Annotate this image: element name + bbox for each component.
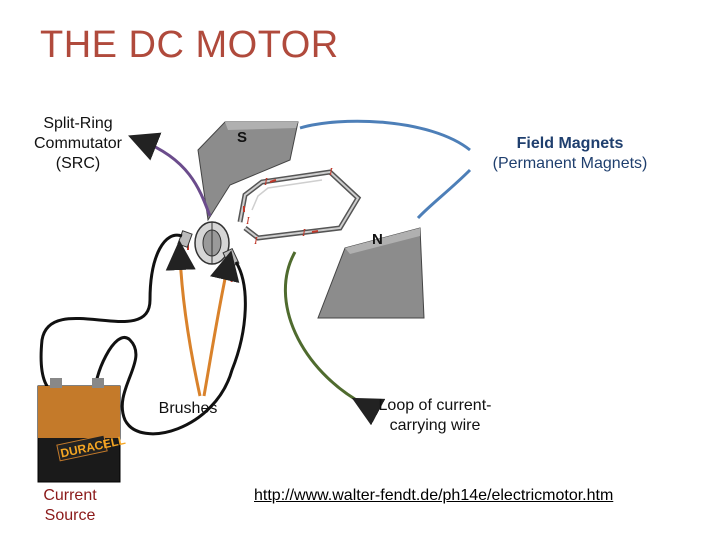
brushes-label: Brushes: [158, 400, 218, 417]
svg-text:I: I: [245, 215, 251, 227]
reference-link[interactable]: http://www.walter-fendt.de/ph14e/electri…: [254, 487, 614, 504]
brush-arrow-right: [202, 250, 240, 397]
south-magnet: S: [197, 121, 299, 222]
page-title: THE DC MOTOR: [40, 24, 339, 66]
src-arrow: [128, 132, 212, 217]
loop-label: Loop of current- carrying wire: [378, 397, 492, 434]
current-source-label: Current Source: [43, 487, 97, 524]
brush-arrow-left: [165, 240, 202, 397]
svg-text:I: I: [253, 235, 259, 247]
svg-text:I: I: [263, 176, 269, 188]
wire-loop: [237, 169, 362, 241]
south-pole-letter: S: [237, 129, 247, 146]
north-magnet: N: [317, 227, 425, 319]
svg-text:I: I: [229, 273, 235, 285]
battery: DURACELL: [37, 378, 127, 483]
field-magnets-arrow: [299, 119, 471, 152]
circuit-wires: [39, 233, 247, 436]
svg-text:I: I: [301, 227, 307, 239]
split-ring-commutator-label: Split-Ring Commutator (SRC): [33, 115, 123, 172]
field-magnets-arrow-lower: [416, 168, 472, 220]
north-pole-letter: N: [372, 231, 383, 248]
svg-text:I: I: [185, 259, 191, 271]
loop-arrow: [283, 251, 386, 426]
svg-text:I: I: [328, 166, 334, 178]
field-magnets-label: Field Magnets (Permanent Magnets): [492, 135, 648, 172]
